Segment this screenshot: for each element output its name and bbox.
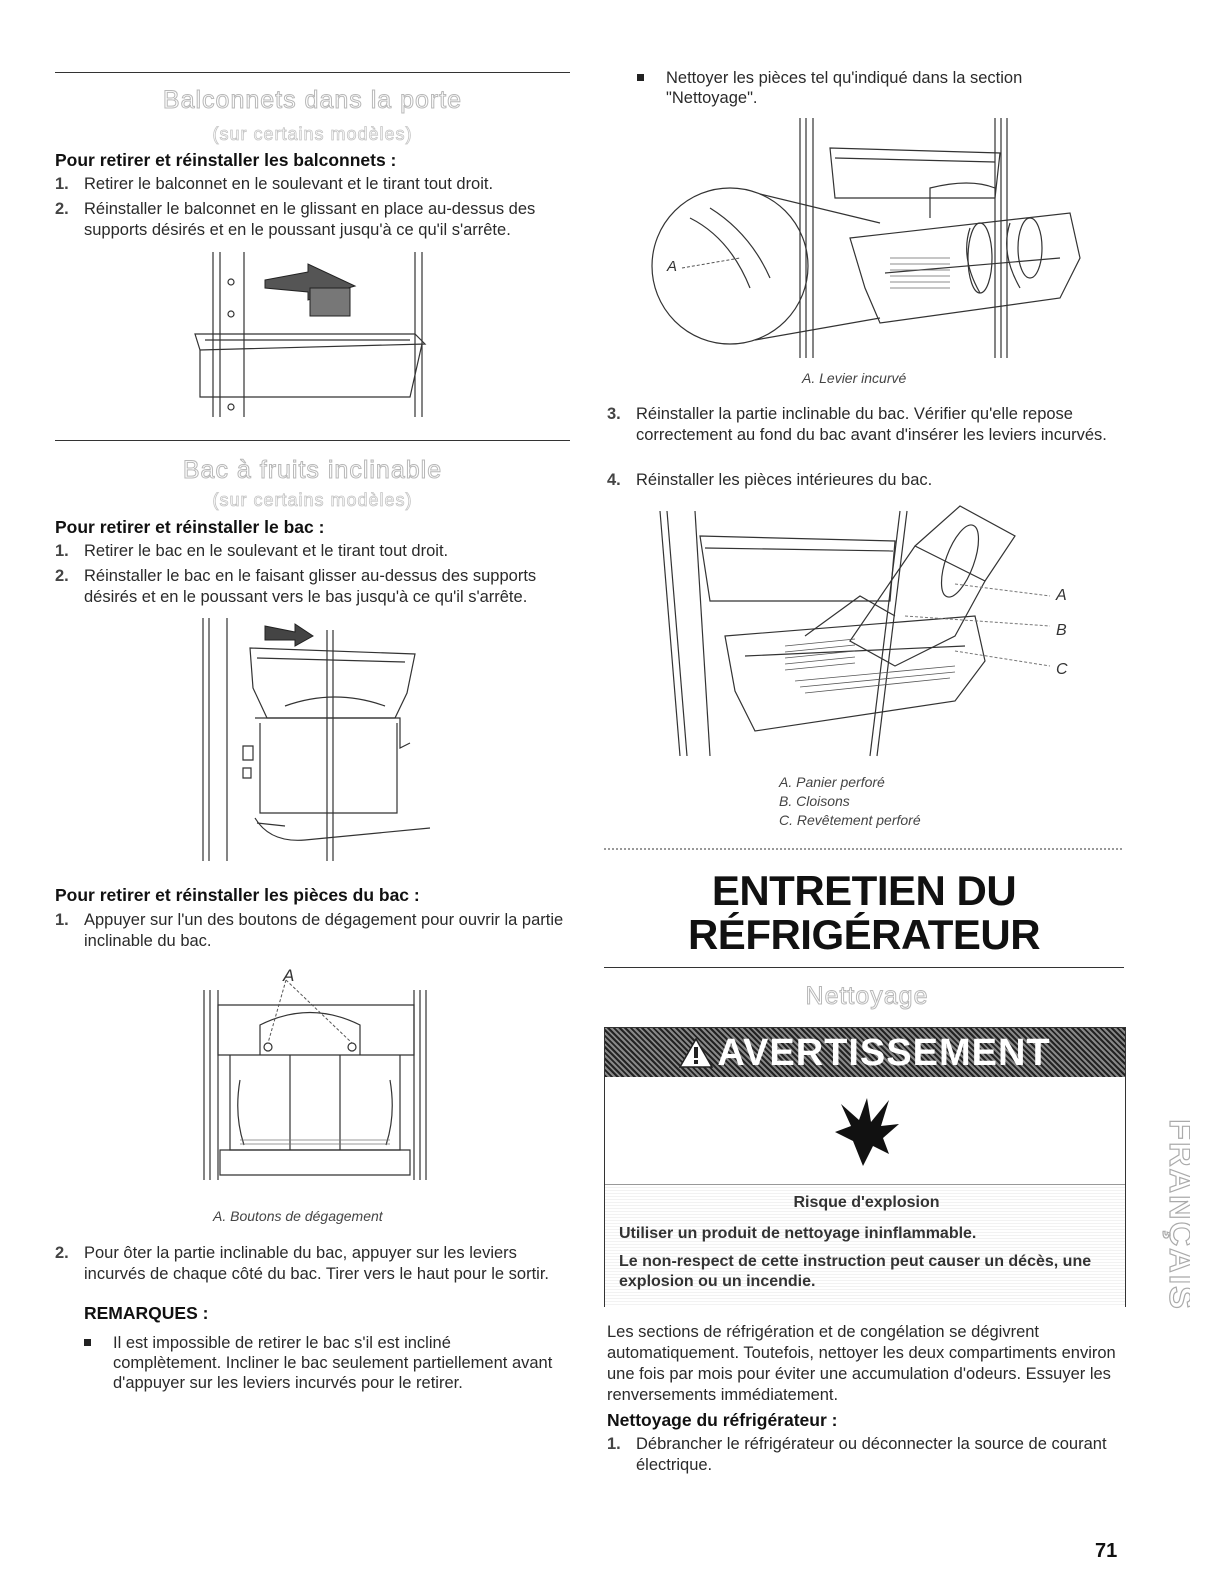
step-1-remove-bin: 1. Retirer le balconnet en le soulevant …	[55, 175, 494, 193]
step-1-remove-crisper: 1. Retirer le bac en le soulevant et le …	[55, 542, 449, 560]
fig-label-c: C	[1056, 661, 1068, 678]
heading-cleaning-fridge: Nettoyage du réfrigérateur :	[607, 1410, 838, 1430]
section-title-door-bins: Balconnets dans la porte	[162, 86, 463, 115]
caption-perforated-liner: C. Revêtement perforé	[779, 812, 921, 828]
caption-release-buttons: A. Boutons de dégagement	[213, 1208, 383, 1224]
warning-line2: Le non-respect de cette instruction peut…	[619, 1253, 1092, 1290]
remark-item: Il est impossible de retirer le bac s'il…	[84, 1333, 559, 1393]
main-title-line2: RÉFRIGÉRATEUR	[687, 911, 1041, 958]
fig-label-release-buttons: A	[283, 966, 295, 985]
caption-curved-lever: A. Levier incurvé	[802, 370, 907, 386]
caption-dividers: B. Cloisons	[779, 793, 850, 809]
svg-text:FRANÇAIS: FRANÇAIS	[1162, 1119, 1190, 1311]
caption-perforated-basket: A. Panier perforé	[779, 774, 885, 790]
rule-right-cleaning	[604, 967, 1124, 968]
release-buttons-illustration	[200, 985, 430, 1185]
top-rule-left	[55, 72, 570, 73]
page-number: 71	[1095, 1540, 1118, 1562]
step-1-open-crisper: 1. Appuyer sur l'un des boutons de dégag…	[55, 911, 564, 950]
curved-lever-illustration	[650, 118, 1090, 363]
warning-risk: Risque d'explosion	[793, 1194, 940, 1211]
step-3-reinstall-tilt: 3. Réinstaller la partie inclinable du b…	[607, 405, 1107, 444]
step-1-unplug: 1. Débrancher le réfrigérateur ou déconn…	[607, 1435, 1107, 1474]
main-title-line1: ENTRETIEN DU	[711, 867, 1017, 914]
heading-remove-crisper-parts: Pour retirer et réinstaller les pièces d…	[55, 885, 420, 905]
step-2-reinstall-bin: 2. Réinstaller le balconnet en le glissa…	[55, 200, 536, 239]
crisper-removal-illustration	[195, 618, 435, 863]
fig-label-curved-lever: A	[667, 258, 678, 275]
section-subtitle-door-bins: (sur certains modèles)	[212, 124, 413, 145]
heading-remove-bins: Pour retirer et réinstaller les balconne…	[55, 150, 397, 170]
explosion-icon	[835, 1098, 899, 1166]
step-2-remove-tilt: 2. Pour ôter la partie inclinable du bac…	[55, 1244, 549, 1283]
side-tab-francais: FRANÇAIS	[1161, 1119, 1190, 1312]
warning-lower-panel	[605, 1184, 1125, 1307]
fig-label-a: A	[1056, 587, 1067, 604]
heading-remove-crisper: Pour retirer et réinstaller le bac :	[55, 517, 325, 537]
section-title-cleaning: Nettoyage	[805, 982, 929, 1011]
door-bin-illustration	[190, 252, 435, 422]
warning-label: AVERTISSEMENT	[605, 1032, 1125, 1075]
remarks-heading: REMARQUES :	[84, 1303, 209, 1323]
section-title-crisper: Bac à fruits inclinable	[182, 456, 443, 485]
rule-left-middle	[55, 440, 570, 441]
section-subtitle-crisper: (sur certains modèles)	[212, 490, 413, 511]
bullet-square	[637, 74, 644, 81]
dotted-separator	[604, 848, 1124, 850]
fig-label-b: B	[1056, 622, 1067, 639]
warning-box: AVERTISSEMENT Risque d'explosion Utilise…	[604, 1027, 1126, 1307]
crisper-parts-illustration	[655, 506, 1045, 761]
warning-triangle-icon	[679, 1032, 714, 1075]
warning-line1: Utiliser un produit de nettoyage ininfla…	[619, 1225, 977, 1242]
step-4-reinstall-parts: 4. Réinstaller les pièces intérieures du…	[607, 471, 933, 489]
cleaning-paragraph: Les sections de réfrigération et de cong…	[607, 1323, 1116, 1404]
bullet-clean-parts: Nettoyer les pièces tel qu'indiqué dans …	[637, 68, 1107, 108]
bullet-square	[84, 1339, 91, 1346]
step-2-reinstall-crisper: 2. Réinstaller le bac en le faisant glis…	[55, 567, 537, 606]
